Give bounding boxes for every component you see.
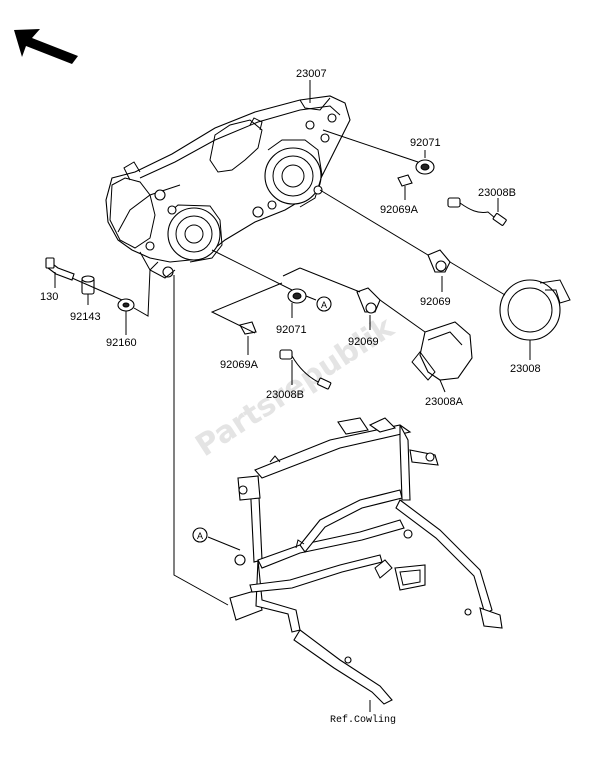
label-23008a: 23008A	[425, 396, 464, 408]
leader-mid-1	[211, 249, 293, 291]
socket-23008b-top	[447, 197, 507, 226]
socket-23008b-low	[279, 349, 332, 390]
damper-92160	[117, 298, 135, 312]
leader-a-marker	[305, 295, 317, 301]
leader-92160	[133, 261, 159, 317]
leader-a-lower	[207, 536, 241, 551]
grommet-92071-top	[415, 159, 435, 175]
label-92069a-top: 92069A	[380, 204, 419, 216]
headlight-assembly	[105, 95, 351, 279]
label-92071-top: 92071	[410, 137, 441, 149]
leader-130-link	[71, 277, 123, 301]
headlight-stay-bracket	[229, 417, 503, 705]
label-130: 130	[40, 291, 58, 303]
grommet-92071-mid	[287, 288, 307, 304]
label-23008b-low: 23008B	[266, 389, 304, 401]
leader-92071-top	[322, 129, 419, 163]
bulb-92069a-top	[397, 174, 413, 187]
leader-23008a-b	[439, 379, 446, 393]
bulb-92069-mid	[356, 287, 381, 314]
svg-text:A: A	[321, 300, 327, 310]
leader-92069a-low	[210, 282, 283, 334]
ref-marker-a-mid: A	[316, 296, 332, 312]
svg-text:A: A	[197, 531, 203, 541]
label-ref-cowling: Ref.Cowling	[330, 714, 396, 726]
label-92071-mid: 92071	[276, 324, 307, 336]
label-92069a-low: 92069A	[220, 359, 259, 371]
ref-marker-a-lower: A	[192, 527, 208, 543]
leader-mid-3	[282, 267, 301, 277]
leader-23008a	[379, 299, 426, 333]
arrow-up-left-icon	[14, 29, 78, 64]
cap-23008a	[411, 321, 473, 381]
leader-23008	[449, 261, 506, 296]
bolt-130	[45, 257, 75, 281]
collar-92143	[81, 275, 95, 295]
cap-23008	[499, 279, 571, 341]
leader-mid-2	[299, 267, 361, 293]
label-92160: 92160	[106, 337, 137, 349]
label-92069-mid: 92069	[348, 336, 379, 348]
label-23008: 23008	[510, 363, 541, 375]
bulb-92069-right	[427, 249, 451, 273]
label-23007: 23007	[296, 68, 327, 80]
label-92069-right: 92069	[420, 296, 451, 308]
leader-bracket-left	[173, 275, 229, 606]
leader-92069-right	[319, 189, 429, 256]
label-92143: 92143	[70, 311, 101, 323]
label-23008b-top: 23008B	[478, 187, 516, 199]
